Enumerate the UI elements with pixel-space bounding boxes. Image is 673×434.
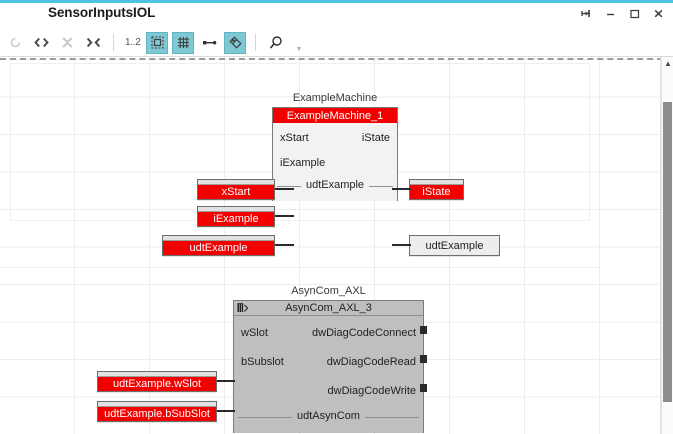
scroll-up-chevron-icon[interactable]: ▲ <box>664 59 672 68</box>
grid-icon[interactable] <box>172 31 195 54</box>
box-outline-icon[interactable] <box>146 31 169 54</box>
network-frame-1 <box>10 63 590 221</box>
input-variable-wslot[interactable]: udtExample.wSlot <box>97 371 217 392</box>
input-variable-label: iExample <box>198 212 274 226</box>
wire-bsubslot <box>217 410 235 412</box>
canvas-top-dashed-border <box>0 58 673 60</box>
input-pin-bsubslot[interactable]: bSubslot <box>241 356 284 368</box>
wire-iexample <box>275 215 294 217</box>
inout-pin-label: udtAsynCom <box>292 410 365 422</box>
output-pin-dwdiagcodewrite[interactable]: dwDiagCodeWrite <box>327 385 416 397</box>
block-header-underline-asyncom <box>237 315 420 316</box>
title-accent-stripe <box>0 0 673 3</box>
inout-pin-udtasyncom[interactable]: udtAsynCom <box>234 410 423 422</box>
wire-udtexample-in <box>275 244 294 246</box>
wire-udtexample-out <box>392 244 411 246</box>
block-header-label: AsynCom_AXL_3 <box>285 302 372 314</box>
wire-xstart <box>275 188 294 190</box>
minimize-icon[interactable] <box>604 7 617 20</box>
output-pin-marker-connect <box>420 326 427 334</box>
varbox-strip <box>198 180 274 185</box>
vertical-scrollbar[interactable]: ▲ <box>661 57 673 434</box>
expand-all-icon[interactable] <box>30 32 52 54</box>
window-controls <box>580 7 665 20</box>
input-variable-label: udtExample <box>163 241 274 255</box>
block-body-examplemachine: xStart iState iExample udtExample <box>273 123 397 201</box>
output-pin-marker-write <box>420 384 427 392</box>
inout-pin-udtexample[interactable]: udtExample <box>273 179 397 191</box>
search-icon[interactable] <box>265 32 287 54</box>
output-variable-udtexample[interactable]: udtExample <box>409 235 500 256</box>
canvas-right-edge <box>660 57 661 434</box>
output-variable-istate[interactable]: iState <box>409 179 464 200</box>
output-variable-label: udtExample <box>410 236 499 255</box>
input-variable-xstart[interactable]: xStart <box>197 179 275 200</box>
layers-icon[interactable] <box>224 31 247 54</box>
input-variable-udtexample-main[interactable]: udtExample <box>162 235 275 256</box>
connector-icon[interactable] <box>198 32 220 54</box>
input-variable-bsubslot[interactable]: udtExample.bSubSlot <box>97 401 217 422</box>
output-pin-dwdiagcodeconnect[interactable]: dwDiagCodeConnect <box>312 327 416 339</box>
zoom-level-label: 1..2 <box>125 37 141 48</box>
input-pin-iexample[interactable]: iExample <box>280 157 326 169</box>
fbd-canvas[interactable]: ExampleMachine ExampleMachine_1 xStart i… <box>0 57 673 434</box>
function-block-examplemachine[interactable]: ExampleMachine_1 xStart iState iExample … <box>272 107 398 201</box>
input-pin-xstart[interactable]: xStart <box>280 132 309 144</box>
maximize-icon[interactable] <box>628 7 641 20</box>
varbox-strip <box>98 372 216 377</box>
toolbar-overflow-chevron-down-icon[interactable]: ▼ <box>295 46 303 53</box>
toolbar-separator-2 <box>255 34 257 51</box>
page-title: SensorInputsIOL <box>48 5 156 20</box>
block-caption-examplemachine: ExampleMachine <box>292 92 378 104</box>
varbox-strip <box>163 236 274 241</box>
collapse-inward-icon[interactable] <box>82 32 104 54</box>
varbox-strip <box>98 402 216 407</box>
block-header-asyncom: AsynCom_AXL_3 <box>234 301 423 316</box>
wire-istate <box>392 188 411 190</box>
network-frame-2 <box>0 267 600 434</box>
function-block-asyncom[interactable]: AsynCom_AXL_3 wSlot dwDiagCodeConnect bS… <box>233 300 427 433</box>
toolbar-separator-1 <box>113 34 114 51</box>
varbox-strip <box>198 207 274 212</box>
varbox-strip <box>410 180 463 185</box>
output-pin-marker-read <box>420 355 427 363</box>
collapse-up-icon[interactable] <box>56 32 78 54</box>
block-caption-asyncom: AsynCom_AXL <box>291 285 366 297</box>
input-variable-label: udtExample.bSubSlot <box>98 407 216 421</box>
wire-wslot <box>217 380 235 382</box>
pin-icon[interactable] <box>580 7 593 20</box>
block-body-asyncom: wSlot dwDiagCodeConnect bSubslot dwDiagC… <box>234 316 427 433</box>
function-block-icon <box>237 303 249 314</box>
block-header-examplemachine: ExampleMachine_1 <box>273 108 397 123</box>
inout-pin-label: udtExample <box>300 179 370 191</box>
output-variable-label: iState <box>410 185 463 199</box>
input-variable-iexample[interactable]: iExample <box>197 206 275 227</box>
input-variable-label: udtExample.wSlot <box>98 377 216 391</box>
input-pin-wslot[interactable]: wSlot <box>241 327 268 339</box>
input-variable-label: xStart <box>198 185 274 199</box>
scrollbar-thumb[interactable] <box>663 102 672 402</box>
editor-toolbar: 1..2 <box>0 29 673 57</box>
output-pin-istate[interactable]: iState <box>361 132 390 144</box>
close-icon[interactable] <box>652 7 665 20</box>
output-pin-dwdiagcoderead[interactable]: dwDiagCodeRead <box>326 356 416 368</box>
title-bar: SensorInputsIOL <box>0 0 673 29</box>
refresh-icon[interactable] <box>4 32 26 54</box>
